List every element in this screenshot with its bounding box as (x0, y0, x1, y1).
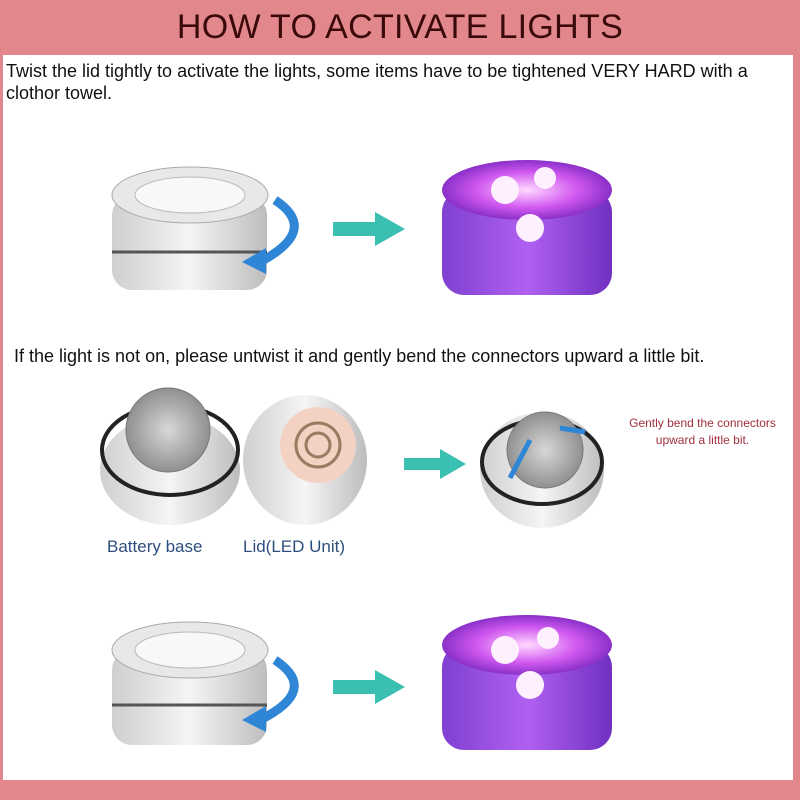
clear-light-before (111, 621, 269, 745)
twist-arrowhead-icon (242, 248, 266, 274)
bend-note-line1: Gently bend the connectors (629, 416, 776, 430)
bend-note: Gently bend the connectors upward a litt… (610, 415, 795, 449)
clear-light-before (111, 166, 269, 290)
purple-light-after (442, 160, 612, 295)
lid-image (243, 395, 367, 525)
right-arrow-icon (333, 212, 405, 246)
page-title: HOW TO ACTIVATE LIGHTS (176, 8, 624, 46)
lid-label: Lid(LED Unit) (243, 537, 346, 556)
twist-arrowhead-icon (242, 706, 266, 732)
battery-base-image (100, 387, 240, 525)
right-arrow-icon (404, 449, 466, 479)
battery-base-label: Battery base (107, 537, 203, 556)
right-arrow-icon (333, 670, 405, 704)
purple-light-after (442, 615, 612, 750)
twist-arrow-icon (257, 656, 299, 725)
instruction-bend: If the light is not on, please untwist i… (14, 346, 705, 366)
instruction-twist: Twist the lid tightly to activate the li… (6, 61, 748, 103)
bend-note-line2: upward a little bit. (655, 433, 750, 447)
bent-connector-image (480, 411, 604, 528)
twist-arrow-icon (257, 196, 299, 266)
